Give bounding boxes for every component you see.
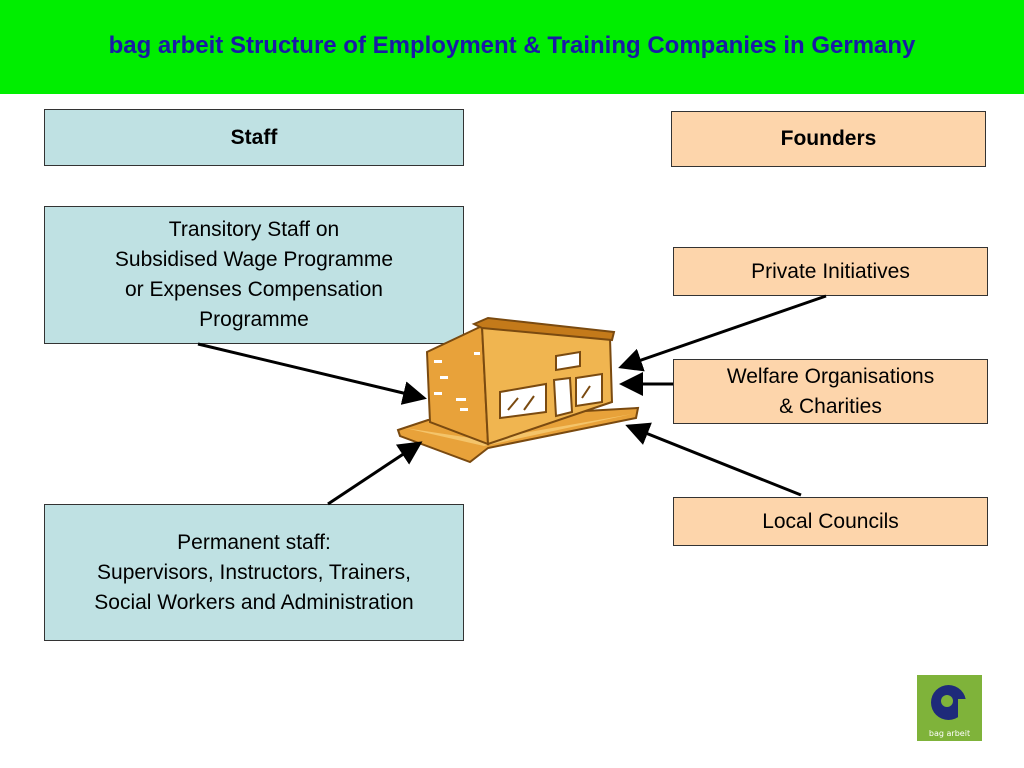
founders-heading: Founders xyxy=(780,127,877,150)
bag-arbeit-logo-icon xyxy=(931,685,966,720)
founder-box-private-initiatives: Private Initiatives xyxy=(673,247,988,296)
founder-box-welfare-organisations: Welfare Organisations & Charities xyxy=(673,359,988,424)
staff-heading-box: Staff xyxy=(44,109,464,166)
founder-box-local-councils: Local Councils xyxy=(673,497,988,546)
founder-label-private-initiatives: Private Initiatives xyxy=(751,259,910,283)
founders-heading-box: Founders xyxy=(671,111,986,167)
arrow-permanent-to-company xyxy=(327,441,423,506)
page-title: bag arbeit Structure of Employment & Tra… xyxy=(108,32,916,59)
arrow-councils-to-company xyxy=(625,422,802,497)
permanent-staff-box: Permanent staff: Supervisors, Instructor… xyxy=(44,504,464,641)
transitory-staff-label: Transitory Staff on Subsidised Wage Prog… xyxy=(114,218,394,331)
bag-arbeit-logo: bag arbeit xyxy=(917,675,982,741)
founder-label-local-councils: Local Councils xyxy=(762,509,899,533)
founder-label-welfare-organisations: Welfare Organisations & Charities xyxy=(726,364,935,418)
building-icon xyxy=(396,316,640,464)
staff-heading: Staff xyxy=(230,125,278,149)
logo-text: bag arbeit xyxy=(928,729,971,738)
arrow-private-to-company xyxy=(618,294,827,372)
arrow-transitory-to-company xyxy=(197,342,427,405)
transitory-staff-box: Transitory Staff on Subsidised Wage Prog… xyxy=(44,206,464,344)
permanent-staff-label: Permanent staff: Supervisors, Instructor… xyxy=(94,530,414,614)
header-bar xyxy=(0,0,1024,94)
